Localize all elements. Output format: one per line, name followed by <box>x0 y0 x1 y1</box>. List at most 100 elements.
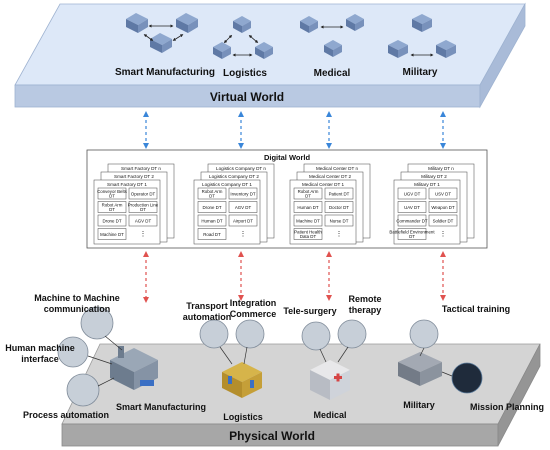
dt-cell-box <box>97 201 127 213</box>
medical-scene <box>301 319 367 400</box>
dt-cell-label: Soldier DT <box>433 218 454 223</box>
physical-world-side <box>497 343 541 447</box>
connector-line <box>243 346 248 365</box>
dt-cell-label: Patient Health <box>294 229 322 234</box>
warehouse-icon <box>213 42 231 59</box>
connector-line <box>441 371 453 377</box>
dt-card-back-label: Medical Center DT n <box>316 166 358 171</box>
dt-cell-box <box>228 187 258 200</box>
hospital-icon <box>346 14 364 31</box>
virtual-military-icons <box>388 14 456 58</box>
dt-cell-more: ⋮ <box>336 231 343 238</box>
dt-group-medical: Medical Center DT n Medical Center DT 2 … <box>289 163 371 245</box>
dt-cell-box <box>228 201 258 213</box>
label-m2m-line1: Machine to Machine <box>34 293 120 303</box>
virtual-digital-links <box>143 111 446 149</box>
dt-card-front-label: Logistics Company DT 1 <box>202 182 252 187</box>
label-smart-manufacturing: Smart Manufacturing <box>116 402 206 412</box>
link-arrow <box>143 34 154 41</box>
hmi-scene-icon <box>57 336 89 368</box>
dt-cell-label: Conveyor Belts <box>97 189 128 194</box>
virtual-smart-manufacturing-icons <box>126 13 198 53</box>
physical-world-title: Physical World <box>229 429 315 443</box>
dt-cell-label: DT <box>109 207 115 212</box>
hospital-scene-icon <box>310 360 350 400</box>
dt-cell-more: ⋮ <box>240 231 247 238</box>
dt-cell-box <box>428 187 458 200</box>
dt-cell-label: Doctor DT <box>329 205 349 210</box>
label-remote-line2: therapy <box>349 305 382 315</box>
dt-cell-box <box>228 214 258 227</box>
connector-line <box>97 377 115 387</box>
virtual-world-title: Virtual World <box>210 90 284 104</box>
warehouse-scene-icon <box>222 362 262 398</box>
logistics-scene <box>199 319 265 398</box>
dt-group-military: Military DT n Military DT 2 Military DT … <box>389 163 475 245</box>
physical-world-layer: Physical World Machine to Machine commun… <box>5 293 544 447</box>
dt-cell-label: Machine DT <box>100 232 124 237</box>
label-tactical-training: Tactical training <box>442 304 510 314</box>
label-m2m-line2: communication <box>44 304 111 314</box>
dt-cell-more: ⋮ <box>440 231 447 238</box>
factory-icon <box>110 346 158 390</box>
dt-cell-box <box>97 228 127 240</box>
virtual-label-logistics: Logistics <box>223 68 267 79</box>
military-scene <box>398 319 483 394</box>
dt-cell-label: Human DT <box>201 218 223 223</box>
dt-cell-label: DT <box>140 207 146 212</box>
m2m-scene-icon <box>80 306 114 340</box>
military-base-icon <box>412 14 432 32</box>
dt-card-back-label: Logistics Company DT n <box>216 166 266 171</box>
link-arrow <box>223 34 233 44</box>
dt-card-back-label: Smart Factory DT n <box>121 166 161 171</box>
dt-cell-label: Airport DT <box>233 218 253 223</box>
dt-cell-label: Nurse DT <box>330 218 349 223</box>
dt-group-smart-factory: Smart Factory DT n Smart Factory DT 2 Sm… <box>93 163 175 245</box>
dt-cell-box <box>128 214 158 227</box>
dt-cell-label: DT <box>209 193 215 198</box>
dt-card-back-label: Smart Factory DT 2 <box>114 174 154 179</box>
military-base-icon <box>436 40 456 58</box>
connector-line <box>104 335 123 351</box>
dt-cell-label: Human DT <box>297 205 319 210</box>
integration-scene-icon <box>235 319 265 349</box>
dt-cell-label: Road DT <box>203 232 221 237</box>
dt-cell-box <box>324 214 354 227</box>
process-scene-icon <box>66 373 100 407</box>
dt-cell-label: AGV DT <box>235 205 252 210</box>
virtual-world-layer: Virtual World Smart Manufacturing <box>14 2 526 109</box>
dt-cell-label: Drone DT <box>102 218 121 223</box>
factory-building-icon <box>150 33 172 53</box>
label-transport-line2: automation <box>183 312 232 322</box>
dt-card-back-label: Medical Center DT 2 <box>309 174 351 179</box>
dt-cell-label: Robot Arm <box>202 189 223 194</box>
dt-cell-label: UGV DT <box>404 191 421 196</box>
military-base-scene-icon <box>398 352 442 386</box>
virtual-world-side <box>479 2 526 109</box>
hospital-icon <box>324 40 342 57</box>
dt-card-front-label: Military DT 1 <box>414 182 440 187</box>
digital-world-title: Digital World <box>264 153 311 162</box>
hospital-icon <box>300 16 318 33</box>
dt-cell-more: ⋮ <box>140 231 147 238</box>
manufacturing-scene <box>57 306 158 407</box>
digital-physical-links <box>143 251 446 303</box>
label-hmi-line2: interface <box>21 354 59 364</box>
factory-building-icon <box>126 13 148 33</box>
dt-cell-label: USV DT <box>435 191 451 196</box>
connector-line <box>87 355 113 365</box>
dt-cell-label: DT <box>409 234 415 239</box>
dt-cell-box <box>293 228 323 240</box>
label-hmi-line1: Human machine <box>5 343 75 353</box>
dt-cell-box <box>428 201 458 213</box>
virtual-logistics-icons <box>213 16 273 59</box>
tactical-scene-icon <box>409 319 439 349</box>
link-arrow <box>248 34 259 44</box>
dt-card-back-label: Logistics Company DT 2 <box>209 174 259 179</box>
dt-cell-label: DT <box>305 193 311 198</box>
label-telesurgery: Tele-surgery <box>283 306 336 316</box>
